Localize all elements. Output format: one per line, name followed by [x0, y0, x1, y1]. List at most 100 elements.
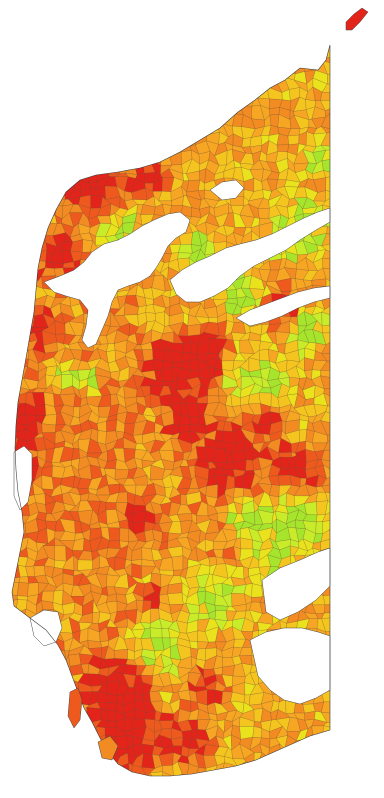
map-region — [52, 743, 66, 760]
map-region — [320, 100, 330, 112]
map-region — [285, 45, 300, 56]
map-region — [267, 54, 280, 64]
map-region — [128, 125, 139, 138]
map-region — [204, 106, 220, 117]
map-region — [334, 394, 344, 408]
map-region — [27, 752, 38, 766]
map-region — [12, 163, 13, 172]
map-region — [62, 777, 71, 786]
map-region — [86, 64, 101, 75]
map-region — [320, 529, 330, 542]
map-region — [168, 46, 180, 58]
map-region — [110, 0, 118, 12]
map-region — [17, 54, 30, 66]
map-region — [1, 79, 10, 91]
map-region — [329, 374, 330, 391]
map-region — [45, 131, 58, 146]
map-region — [322, 594, 330, 605]
map-region — [215, 77, 227, 93]
map-region — [12, 374, 18, 387]
map-region — [177, 7, 190, 22]
map-region — [18, 261, 29, 272]
map-region — [42, 124, 58, 133]
map-region — [142, 7, 153, 16]
map-region — [226, 289, 238, 300]
map-region — [322, 755, 330, 768]
map-region — [60, 7, 75, 22]
map-region — [312, 755, 324, 768]
map-region — [288, 0, 300, 11]
map-region — [42, 770, 56, 776]
map-region — [327, 73, 330, 85]
map-region — [15, 16, 29, 30]
map-region — [37, 141, 46, 152]
map-region — [12, 206, 18, 219]
map-region — [331, 439, 342, 451]
map-region — [321, 612, 330, 620]
map-region — [207, 62, 217, 75]
map-region — [0, 189, 10, 200]
map-region — [59, 144, 76, 155]
map-region — [178, 19, 190, 29]
map-region — [161, 781, 173, 794]
map-region — [105, 782, 120, 793]
map-region — [0, 439, 11, 454]
map-region — [32, 763, 46, 774]
map-region — [77, 77, 94, 93]
map-region — [143, 791, 151, 798]
map-region — [320, 375, 330, 390]
map-region — [214, 610, 228, 621]
map-region — [41, 650, 58, 658]
map-region — [322, 735, 330, 749]
map-region — [46, 737, 58, 747]
map-region — [186, 774, 196, 776]
map-region — [82, 0, 90, 9]
map-region — [97, 62, 111, 76]
map-region — [0, 262, 10, 273]
map-region — [115, 88, 127, 100]
map-region — [98, 33, 110, 44]
map-region — [62, 764, 71, 776]
map-region — [151, 45, 165, 56]
map-region — [142, 0, 152, 9]
map-region — [297, 779, 310, 795]
map-region — [109, 80, 121, 91]
map-region — [242, 790, 252, 798]
map-region — [100, 50, 110, 66]
map-region — [332, 414, 343, 426]
map-region — [321, 483, 330, 494]
map-region — [41, 423, 57, 433]
map-region — [96, 783, 108, 793]
map-region — [332, 539, 345, 546]
map-region — [12, 96, 18, 107]
map-region — [194, 45, 211, 55]
map-region — [170, 782, 181, 794]
map-region — [1, 627, 11, 639]
map-region — [19, 223, 27, 237]
map-region — [69, 89, 85, 102]
map-region — [336, 2, 345, 11]
map-region — [23, 217, 40, 224]
map-region — [276, 144, 290, 153]
map-region — [15, 792, 28, 798]
map-region — [51, 674, 64, 688]
map-region — [15, 783, 29, 794]
map-region — [253, 763, 264, 775]
map-region — [20, 737, 31, 749]
map-region — [23, 144, 39, 153]
map-region — [52, 690, 66, 706]
map-region — [234, 45, 245, 58]
map-region — [331, 474, 345, 487]
map-region — [46, 709, 58, 721]
map-region — [29, 654, 38, 670]
map-region — [239, 62, 254, 75]
map-region — [329, 313, 330, 326]
map-region — [109, 16, 118, 29]
map-region — [221, 45, 237, 55]
map-region — [51, 45, 64, 57]
map-region — [2, 639, 11, 647]
map-region — [303, 763, 319, 774]
map-region — [12, 757, 17, 768]
map-region — [306, 14, 314, 28]
map-region — [160, 118, 173, 127]
